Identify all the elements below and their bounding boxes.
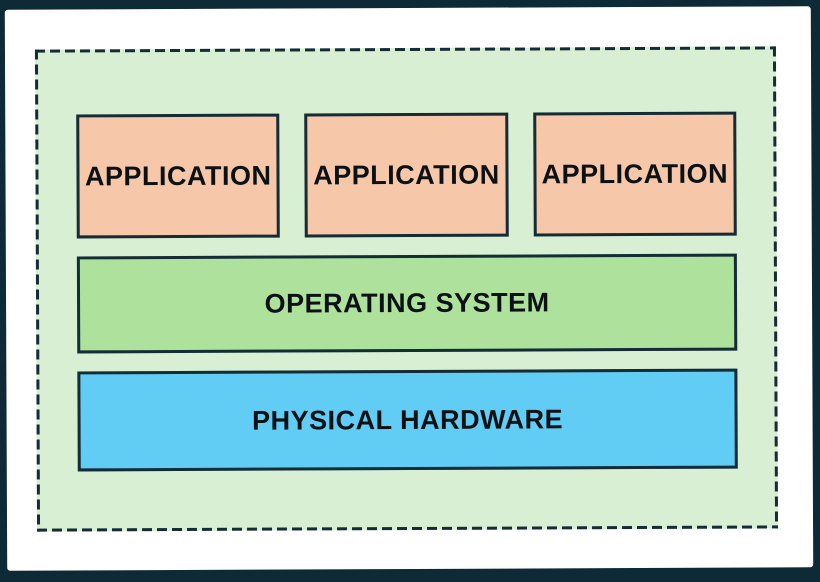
operating-system-label: OPERATING SYSTEM: [264, 287, 550, 319]
application-box-label: APPLICATION: [84, 160, 272, 191]
physical-hardware-box: PHYSICAL HARDWARE: [77, 368, 738, 472]
dashed-border-top: [34, 46, 776, 53]
application-layer-row: APPLICATION APPLICATION APPLICATION: [76, 111, 737, 239]
paper-card: APPLICATION APPLICATION APPLICATION OPER…: [4, 6, 814, 571]
application-box-label: APPLICATION: [313, 159, 500, 190]
dashed-border-left: [34, 49, 41, 532]
application-box-label: APPLICATION: [541, 158, 729, 189]
physical-hardware-label: PHYSICAL HARDWARE: [251, 403, 564, 436]
operating-system-box: OPERATING SYSTEM: [76, 253, 738, 354]
dashed-border-right: [772, 46, 779, 529]
application-box: APPLICATION: [532, 111, 737, 237]
application-box: APPLICATION: [76, 113, 281, 239]
application-box: APPLICATION: [304, 112, 509, 238]
dashed-border-bottom: [37, 525, 779, 532]
system-boundary-panel: APPLICATION APPLICATION APPLICATION OPER…: [34, 46, 779, 532]
